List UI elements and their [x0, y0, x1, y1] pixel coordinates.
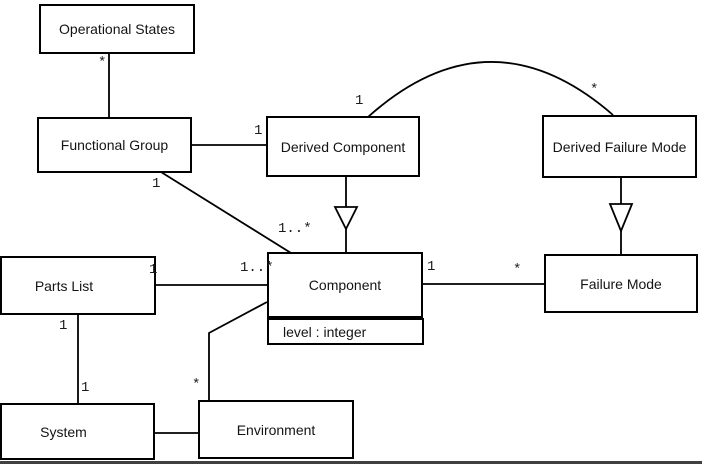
class-component[interactable]: Component — [267, 252, 423, 318]
class-name: Derived Failure Mode — [552, 138, 687, 155]
class-parts-list[interactable]: Parts List — [0, 256, 156, 315]
generalization-arrow-icon — [608, 203, 634, 234]
class-name: Operational States — [59, 21, 175, 37]
multiplicity-parts-list-bottom: 1 — [59, 318, 68, 334]
class-functional-group[interactable]: Functional Group — [37, 117, 192, 173]
multiplicity-parts-list-right: 1 — [149, 262, 158, 278]
multiplicity-component-diagonal: 1..* — [278, 221, 312, 237]
multiplicity-component-left: 1..* — [240, 260, 274, 276]
edge-functional-group--component[interactable] — [160, 171, 292, 254]
multiplicity-derived-component-left: 1 — [254, 123, 263, 139]
class-operational-states[interactable]: Operational States — [39, 4, 195, 54]
multiplicity-arc-derived-component: 1 — [355, 93, 364, 109]
edge-environment--component[interactable] — [208, 301, 268, 400]
attribute-text: level : integer — [283, 323, 367, 340]
class-name: Failure Mode — [580, 275, 662, 292]
multiplicity-failure-mode-left: * — [513, 262, 522, 278]
multiplicity-arc-derived-failure-mode: * — [590, 82, 599, 98]
multiplicity-operational-states: * — [98, 55, 107, 71]
class-name: Component — [308, 277, 382, 293]
class-component-attributes[interactable]: level : integer — [267, 318, 424, 345]
class-name: System — [40, 423, 87, 440]
multiplicity-functional-group-diagonal: 1 — [152, 176, 161, 192]
class-derived-component[interactable]: Derived Component — [266, 116, 420, 177]
class-environment[interactable]: Environment — [198, 400, 354, 459]
class-failure-mode[interactable]: Failure Mode — [544, 254, 698, 313]
class-name: Parts List — [34, 277, 94, 294]
class-system[interactable]: System — [0, 403, 155, 460]
multiplicity-component-right: 1 — [427, 259, 436, 275]
class-name: Derived Component — [280, 138, 406, 155]
class-name: Functional Group — [60, 137, 169, 153]
multiplicity-system-top: 1 — [81, 380, 90, 396]
class-name: Environment — [236, 421, 316, 438]
class-derived-failure-mode[interactable]: Derived Failure Mode — [542, 115, 697, 178]
edge-arc-derived-component--derived-failure-mode[interactable] — [367, 61, 614, 118]
multiplicity-environment-top: * — [192, 377, 201, 393]
generalization-arrow-icon — [333, 206, 359, 232]
